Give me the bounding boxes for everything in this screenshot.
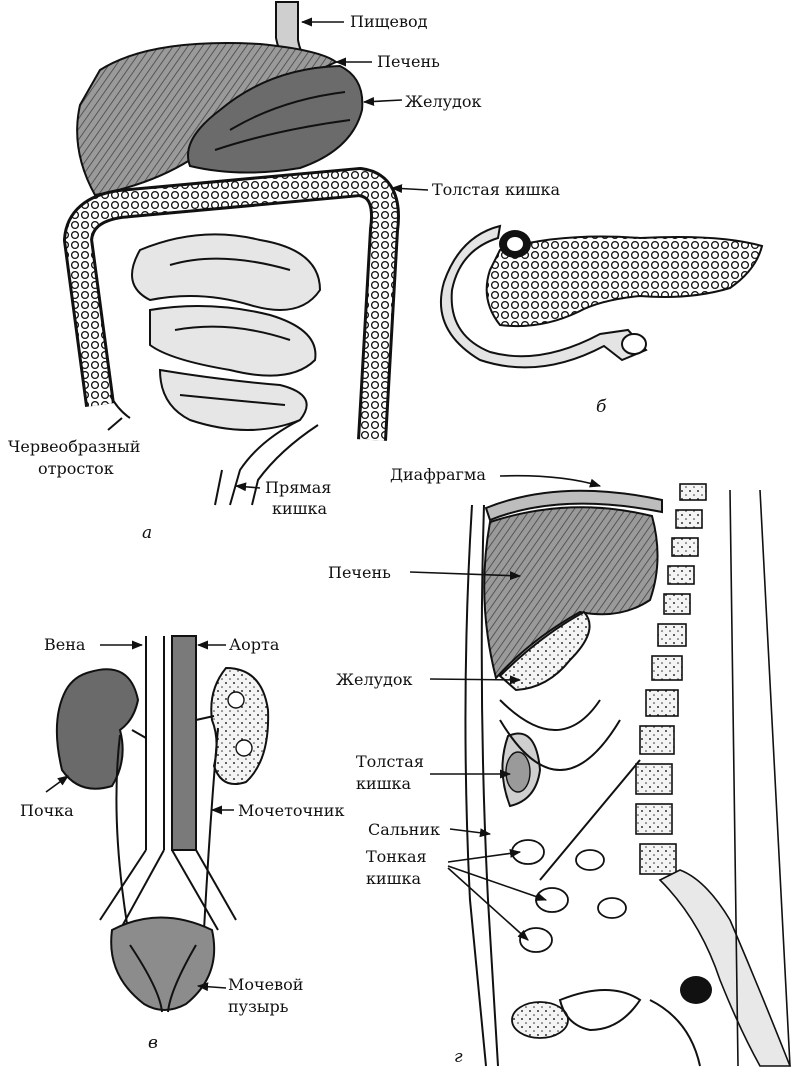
label-esophagus: Пищевод (350, 12, 428, 31)
bladder-shape (110, 916, 216, 1011)
ureter-left (115, 734, 129, 931)
ureter-right (203, 727, 219, 931)
label-kidney: Почка (20, 801, 74, 820)
pubis-shape (511, 1001, 569, 1039)
panel-g (409, 474, 792, 1067)
label-liver-a: Печень (377, 52, 440, 71)
label-aorta: Аорта (229, 635, 280, 654)
panel-v (45, 635, 270, 1013)
panel-letter-v: в (148, 1033, 158, 1053)
label-omentum: Сальник (368, 820, 440, 839)
stomach-shape-g (498, 610, 591, 692)
small-intestine-loops-g (511, 839, 627, 953)
liver-shape-g (483, 506, 659, 681)
pancreas-shape (485, 235, 764, 328)
panel-letter-g: г (454, 1047, 463, 1067)
label-small-intestine-1: Тонкая (366, 847, 427, 866)
aorta-shape (171, 635, 197, 851)
label-colon-g-2: кишка (356, 774, 412, 793)
label-rectum-1: Прямая (265, 478, 331, 497)
label-liver-g: Печень (328, 563, 391, 582)
small-intestine-loops (131, 233, 322, 431)
label-ureter: Мочеточник (238, 801, 344, 820)
vein-shape (145, 636, 165, 850)
label-appendix-1: Червеобразный (8, 437, 140, 456)
diaphragm-shape (484, 489, 663, 522)
panel-a (63, 1, 429, 506)
label-bladder-2: пузырь (228, 997, 289, 1016)
kidney-left-shape (55, 668, 140, 790)
label-small-intestine-2: кишка (366, 869, 422, 888)
label-colon-g-1: Толстая (356, 752, 424, 771)
kidney-right-shape (210, 666, 270, 785)
panel-letter-b: б (596, 397, 607, 417)
spine (635, 483, 792, 1067)
panel-letter-a: а (142, 523, 152, 543)
label-colon-a: Толстая кишка (432, 180, 561, 199)
label-bladder-1: Мочевой (228, 975, 303, 994)
stomach-shape (187, 64, 364, 174)
label-stomach-a: Желудок (405, 92, 482, 111)
label-appendix-2: отросток (38, 459, 114, 478)
panel-b (440, 224, 764, 369)
label-diaphragm: Диафрагма (390, 465, 486, 484)
label-rectum-2: кишка (272, 499, 328, 518)
label-stomach-g: Желудок (336, 670, 413, 689)
duodenum-shape (440, 224, 648, 369)
body-wall (464, 504, 499, 1067)
label-vein: Вена (44, 635, 86, 654)
rectum-shape (214, 419, 319, 506)
